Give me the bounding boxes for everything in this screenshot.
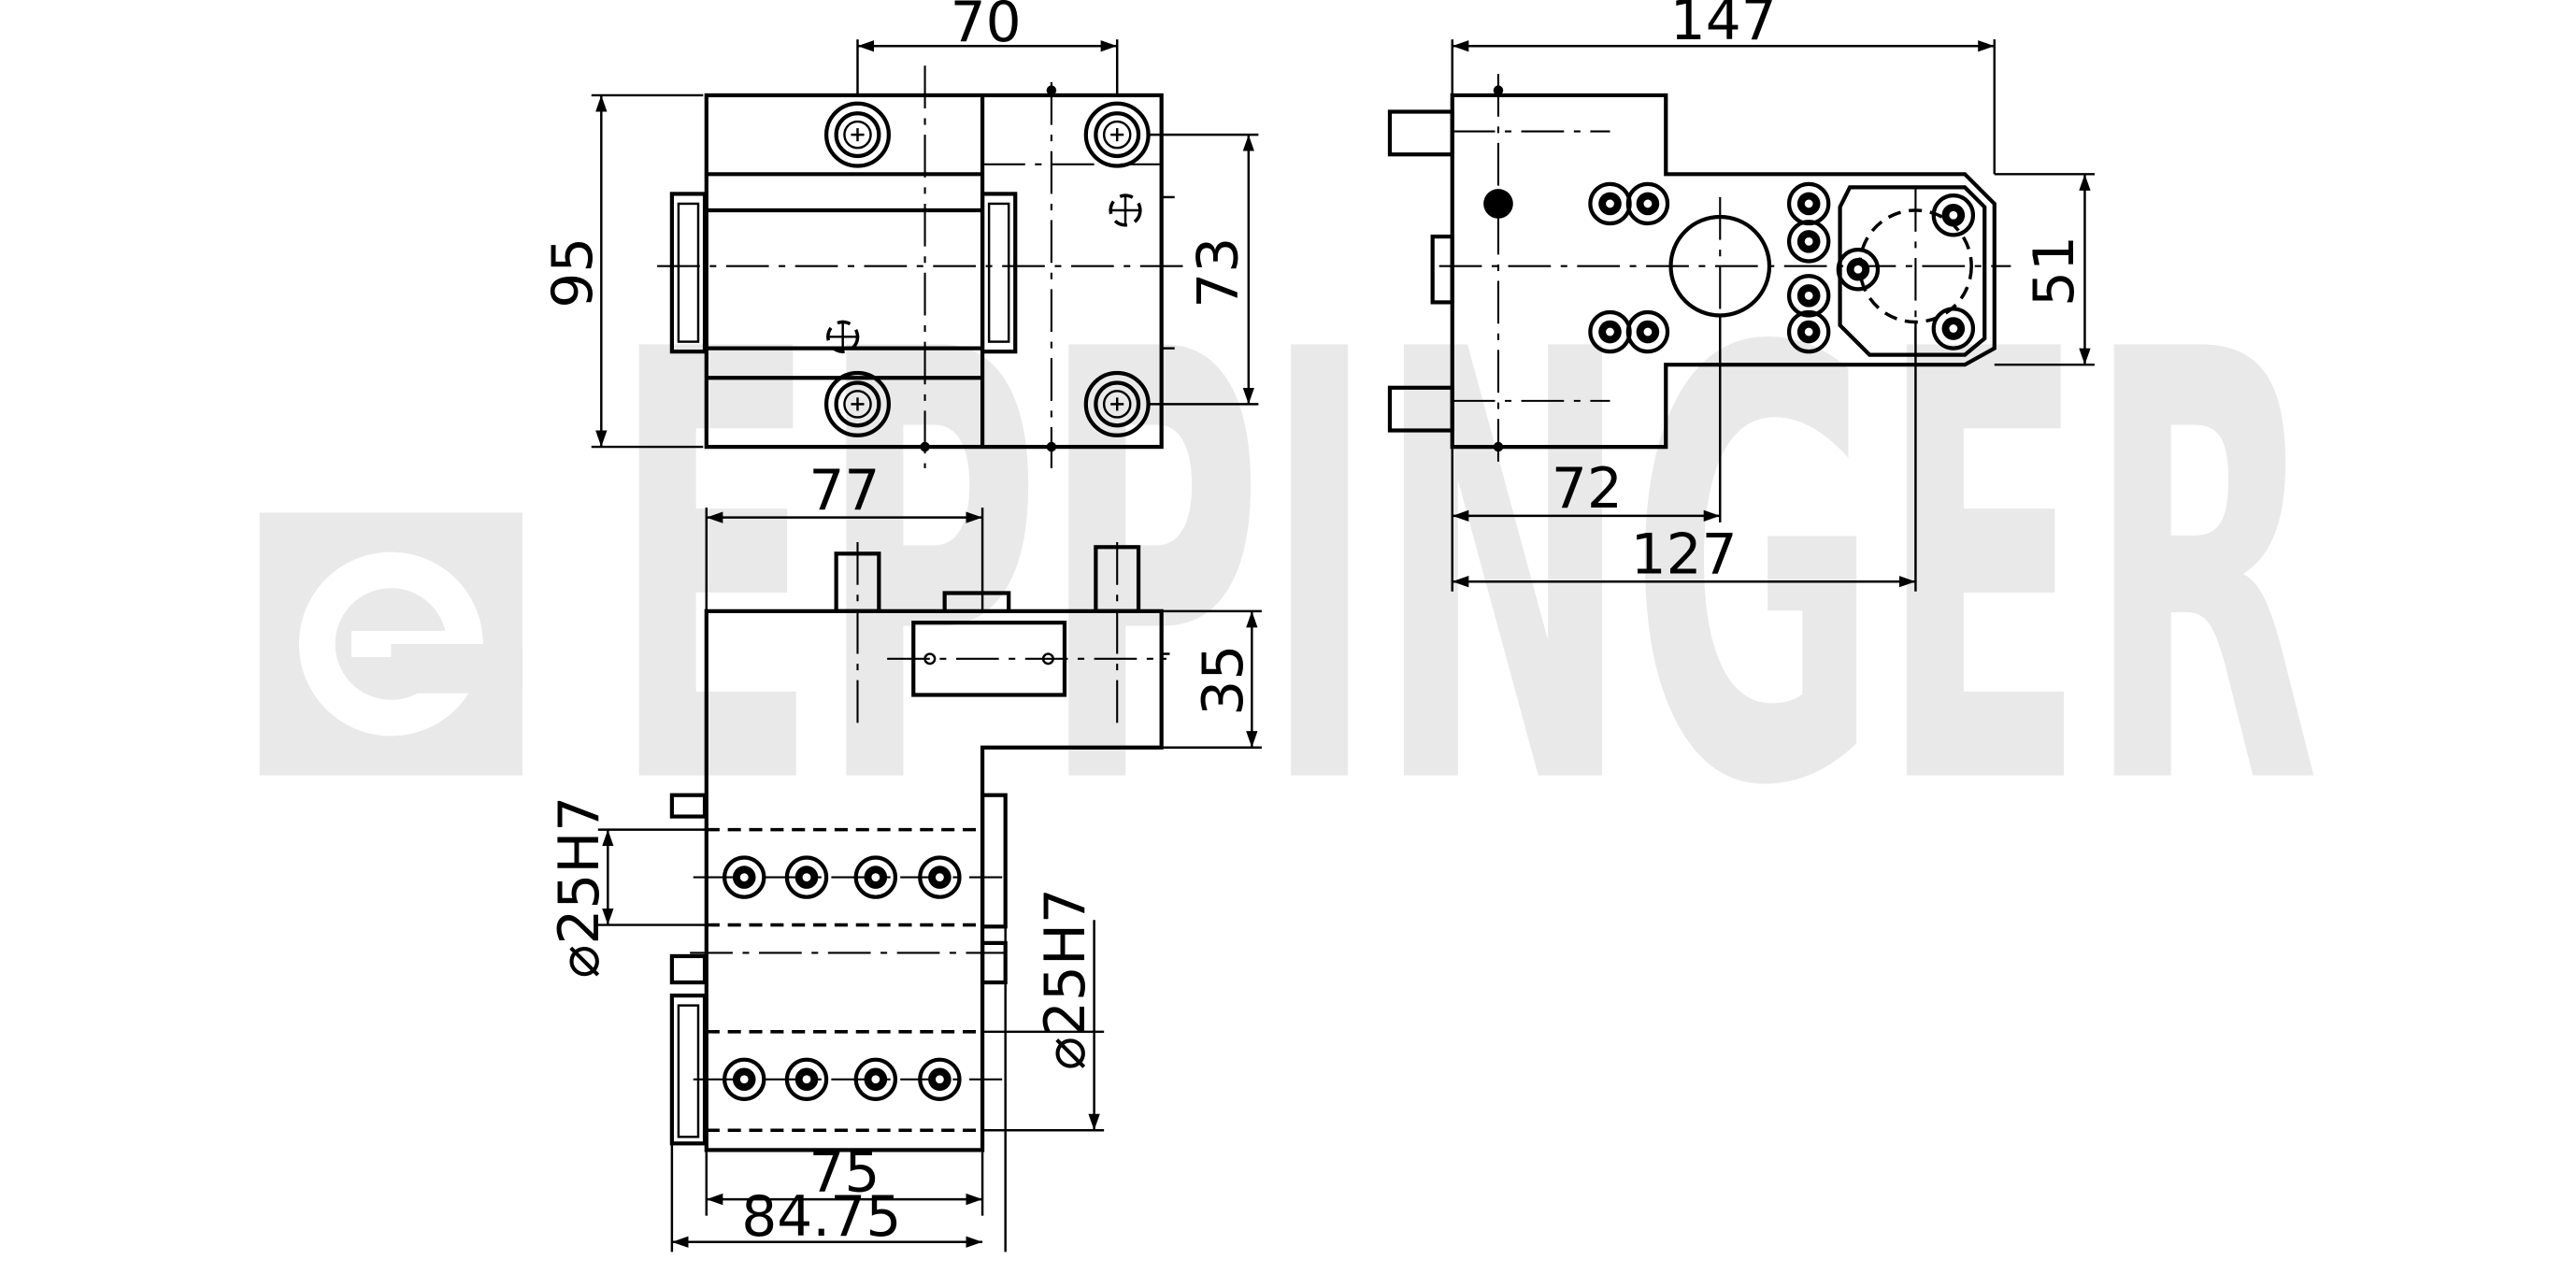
dim-label: 147 bbox=[1670, 0, 1777, 53]
dim-label: ⌀25H7 bbox=[548, 796, 612, 979]
dim-label: 73 bbox=[1187, 237, 1252, 308]
bolt-icon bbox=[826, 373, 889, 436]
side-view: 147 51 72 127 bbox=[1387, 0, 2096, 592]
dim-label: 35 bbox=[1192, 645, 1256, 716]
dim-label: ⌀25H7 bbox=[1034, 888, 1098, 1070]
screw-icon bbox=[1789, 184, 1828, 223]
bolt-icon bbox=[1086, 104, 1149, 166]
eppinger-logo-icon bbox=[259, 512, 522, 776]
dim-label: 75 bbox=[809, 1140, 880, 1205]
dim-label: 72 bbox=[1552, 457, 1623, 522]
dim-label: 51 bbox=[2023, 236, 2087, 307]
dim-label: 70 bbox=[951, 0, 1022, 55]
dim-label: 127 bbox=[1631, 522, 1738, 587]
eppinger-watermark: EPPINGER bbox=[259, 228, 2320, 916]
dim-label: 95 bbox=[541, 237, 606, 308]
dim-label: 77 bbox=[809, 459, 880, 523]
bolt-icon bbox=[826, 104, 889, 166]
top-view: 70 95 73 bbox=[541, 0, 1259, 468]
bolt-icon bbox=[1086, 373, 1149, 436]
screw-icon bbox=[1590, 184, 1629, 223]
screw-icon bbox=[1628, 184, 1667, 223]
front-view: 77 35 ⌀25H7 ⌀25H7 75 84.75 bbox=[548, 459, 1262, 1252]
dim-label: 84.75 bbox=[741, 1185, 901, 1250]
watermark-text: EPPINGER bbox=[611, 228, 2320, 916]
